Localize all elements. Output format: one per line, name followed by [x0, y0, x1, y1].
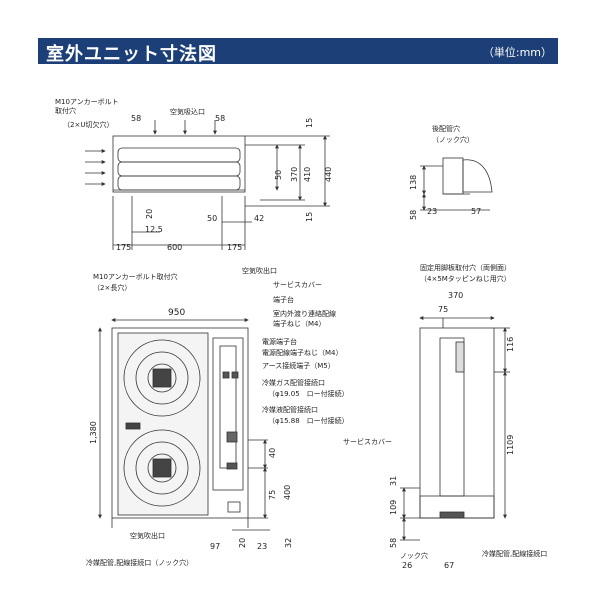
dim-138: 138 [409, 175, 418, 190]
dim-20: 20 [145, 209, 154, 219]
dim-75: 75 [268, 490, 277, 500]
dim-75-side: 75 [438, 305, 448, 314]
dim-1109: 1109 [506, 435, 515, 455]
dim-57-side: 57 [471, 207, 481, 216]
dim-23-front: 23 [257, 542, 267, 551]
fixing-label-1: 固定用脚板取付穴（両側面） [420, 263, 511, 272]
dim-1380: 1,380 [89, 421, 98, 444]
top-view-grille-3 [117, 175, 241, 191]
dim-42: 42 [254, 214, 264, 223]
lower-fan-guard [123, 429, 201, 507]
anchor-note-3: （2×U切欠穴） [63, 120, 113, 129]
dim-58-side: 58 [409, 210, 418, 220]
front-view [98, 318, 270, 531]
terminal-line-2: 端子ねじ（M4） [273, 319, 326, 328]
terminal-block-label: 端子台 [273, 295, 294, 304]
dim-175b: 175 [227, 243, 242, 252]
upper-fan-guard [123, 339, 201, 417]
air-outlet-bottom-label: 空気吹出口 [130, 531, 165, 540]
dim-26: 26 [402, 561, 412, 570]
dim-40: 40 [268, 448, 277, 458]
air-intake-label: 空気吸込口 [170, 107, 205, 116]
dim-23-side: 23 [427, 207, 437, 216]
back-cover-shape [462, 159, 493, 193]
dim-58b: 58 [215, 114, 225, 123]
liquid-port-spec: （φ15.88 ロー付接続） [268, 416, 349, 425]
upper-fan-hub-icon [152, 368, 172, 388]
service-cover [212, 337, 244, 491]
dim-109: 109 [389, 500, 398, 515]
bottom-note-label: 冷媒配管,配線接続口（ノック穴） [86, 558, 193, 567]
front-view-outline [111, 327, 249, 519]
liquid-port-label: 冷媒液配管接続口 [262, 405, 318, 414]
dim-12-5: 12.5 [145, 225, 163, 234]
power-terminal-block-label: 電源端子台 [262, 337, 297, 346]
dim-15b: 15 [305, 212, 314, 222]
unit-label: （単位:mm） [482, 46, 552, 59]
dim-20-front: 20 [238, 538, 247, 548]
pipe-port-label: 冷媒配管,配線接続口 [482, 549, 547, 558]
dim-58-bottom: 58 [389, 538, 398, 548]
dim-600: 600 [167, 243, 182, 252]
gas-port-spec: （φ19.05 ロー付接続） [268, 389, 349, 398]
dim-58a: 58 [131, 114, 141, 123]
dim-370: 370 [290, 167, 299, 182]
fixing-label-2: （4×5Mタッピンねじ用穴） [420, 274, 511, 283]
top-view-grille-2 [117, 161, 241, 177]
title-bar: 室外ユニット寸法図 （単位:mm） [38, 38, 558, 65]
dim-50b: 50 [207, 214, 217, 223]
lower-fan-hub-icon [152, 458, 172, 478]
dim-50a: 50 [274, 170, 283, 180]
dim-400: 400 [283, 485, 292, 500]
dim-950: 950 [168, 308, 185, 318]
earth-terminal-label: アース接続端子（M5） [262, 361, 335, 370]
side-view-top [420, 157, 493, 211]
anchor-bottom-2: （2×長穴） [93, 283, 131, 292]
back-pipe-label-2: （ノック穴） [432, 135, 474, 144]
back-pipe-label-1: 後配管穴 [432, 124, 460, 133]
dim-370-side: 370 [448, 291, 463, 300]
top-view-outline [112, 135, 246, 193]
side-view-top-outline [442, 157, 464, 195]
fan-guard-panel [117, 332, 209, 516]
top-view [85, 120, 330, 250]
dim-67: 67 [444, 561, 454, 570]
dim-116: 116 [506, 337, 515, 352]
dim-31: 31 [389, 476, 398, 486]
service-cover-label: サービスカバー [273, 280, 322, 289]
dim-97: 97 [210, 542, 220, 551]
page-title: 室外ユニット寸法図 [46, 44, 217, 65]
dim-32: 32 [284, 538, 293, 548]
dim-410: 410 [303, 167, 312, 182]
air-outlet-top-label: 空気吹出口 [242, 266, 277, 275]
dim-15a: 15 [305, 118, 314, 128]
side-view-bottom [400, 316, 510, 541]
top-view-grille-1 [117, 147, 241, 163]
power-terminal-screw-label: 電源配線端子ねじ（M4） [262, 348, 343, 357]
gas-port-label: 冷媒ガス配管接続口 [262, 378, 325, 387]
anchor-bottom-1: M10アンカーボルト取付穴 [93, 272, 178, 281]
knock-hole-label: ノック穴 [400, 551, 428, 560]
dim-175a: 175 [116, 243, 131, 252]
side-service-cover-label: サービスカバー [343, 437, 392, 446]
dim-440: 440 [324, 167, 333, 182]
anchor-note-1: M10アンカーボルト [55, 98, 119, 106]
anchor-note-2: 取付穴 [55, 106, 76, 115]
terminal-line-1: 室内外渡り連絡配線 [273, 309, 336, 318]
